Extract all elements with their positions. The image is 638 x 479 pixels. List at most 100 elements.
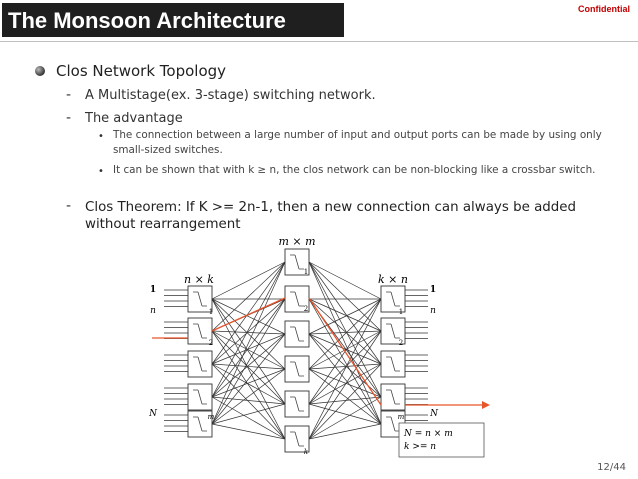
link-line bbox=[308, 261, 382, 300]
link-line bbox=[211, 298, 286, 405]
sub-item-non-blocking: It can be shown that with k ≥ n, the clo… bbox=[113, 164, 596, 176]
right-port-label: 1 bbox=[430, 285, 436, 295]
link-line bbox=[308, 298, 382, 365]
middle-stage-label: m × m bbox=[278, 235, 315, 248]
link-line bbox=[211, 298, 286, 365]
link-line bbox=[211, 330, 286, 335]
link-line bbox=[211, 363, 286, 370]
dash-icon: - bbox=[66, 198, 72, 214]
egress-switch bbox=[380, 383, 406, 411]
title-bar: The Monsoon Architecture bbox=[2, 3, 344, 37]
highlight-link bbox=[308, 297, 382, 406]
switch-symbol bbox=[193, 416, 207, 432]
right-port-label: n bbox=[430, 306, 436, 316]
link-line bbox=[308, 363, 382, 440]
heading-clos-topology: Clos Network Topology bbox=[56, 62, 227, 80]
left-port-label: n bbox=[150, 306, 156, 316]
switch-symbol bbox=[290, 291, 304, 307]
left-port-label: N bbox=[148, 409, 158, 419]
middle-switch bbox=[284, 248, 310, 276]
link-line bbox=[308, 330, 382, 440]
link-line bbox=[211, 261, 286, 300]
middle-switch bbox=[284, 320, 310, 348]
link-line bbox=[211, 330, 286, 405]
formula-line: k >= n bbox=[404, 442, 436, 452]
switch-symbol bbox=[386, 389, 400, 405]
link-line bbox=[308, 330, 382, 405]
egress-index: 1 bbox=[399, 308, 403, 316]
egress-switch bbox=[380, 350, 406, 378]
middle-index: k bbox=[304, 448, 308, 456]
link-line bbox=[211, 396, 286, 440]
ingress-index: 1 bbox=[209, 308, 213, 316]
ingress-stage-label: n × k bbox=[184, 273, 214, 286]
link-line bbox=[308, 298, 382, 425]
link-line bbox=[308, 363, 382, 370]
switch-symbol bbox=[193, 356, 207, 372]
link-line bbox=[211, 333, 286, 425]
slide-title: The Monsoon Architecture bbox=[8, 8, 286, 33]
page-number: 12/44 bbox=[597, 462, 626, 473]
link-line bbox=[211, 368, 286, 398]
item-clos-theorem: Clos Theorem: If K >= 2n-1, then a new c… bbox=[85, 200, 577, 232]
highlight-link bbox=[211, 297, 286, 332]
switch-symbol bbox=[193, 291, 207, 307]
link-line bbox=[308, 330, 382, 335]
link-line bbox=[308, 330, 382, 370]
middle-switch bbox=[284, 425, 310, 453]
egress-switch bbox=[380, 285, 406, 313]
ingress-switch bbox=[187, 285, 213, 313]
link-line bbox=[308, 368, 382, 425]
link-line bbox=[308, 363, 382, 405]
switch-symbol bbox=[193, 389, 207, 405]
link-line bbox=[308, 368, 382, 398]
link-line bbox=[308, 298, 382, 335]
formula-box bbox=[398, 422, 485, 458]
middle-switch bbox=[284, 390, 310, 418]
link-line bbox=[211, 298, 286, 335]
link-line bbox=[308, 298, 382, 332]
ingress-index: 2 bbox=[209, 339, 213, 347]
link-line bbox=[211, 368, 286, 425]
right-port-label: N bbox=[429, 409, 439, 419]
link-line bbox=[211, 261, 286, 425]
link-line bbox=[308, 333, 382, 425]
dot-icon: • bbox=[98, 131, 104, 142]
confidential-label: Confidential bbox=[578, 4, 630, 14]
dash-icon: - bbox=[66, 87, 72, 103]
link-line bbox=[308, 403, 382, 425]
link-line bbox=[308, 333, 382, 365]
sub-item-small-switches: The connection between a large number of… bbox=[113, 129, 602, 156]
middle-switch bbox=[284, 355, 310, 383]
link-line bbox=[308, 261, 382, 398]
switch-symbol bbox=[290, 396, 304, 412]
link-line bbox=[211, 333, 286, 365]
egress-index: 2 bbox=[399, 339, 403, 347]
link-line bbox=[211, 363, 286, 440]
link-line bbox=[308, 396, 382, 440]
link-line bbox=[211, 330, 286, 440]
link-line bbox=[211, 363, 286, 405]
switch-symbol bbox=[386, 356, 400, 372]
link-line bbox=[308, 261, 382, 425]
egress-stage-label: k × n bbox=[378, 273, 408, 286]
link-line bbox=[211, 298, 286, 370]
link-line bbox=[308, 423, 382, 440]
link-line bbox=[308, 396, 382, 405]
link-line bbox=[211, 261, 286, 365]
link-line bbox=[308, 298, 382, 370]
link-line bbox=[211, 330, 286, 370]
ingress-index: m bbox=[208, 413, 215, 421]
ingress-switch bbox=[187, 383, 213, 411]
ingress-switch bbox=[187, 317, 213, 345]
link-line bbox=[308, 298, 382, 440]
switch-symbol bbox=[290, 361, 304, 377]
dash-icon: - bbox=[66, 110, 72, 126]
egress-switch bbox=[380, 317, 406, 345]
switch-symbol bbox=[290, 431, 304, 447]
link-line bbox=[211, 261, 286, 332]
link-line bbox=[211, 298, 286, 440]
switch-symbol bbox=[290, 254, 304, 270]
ingress-switch bbox=[187, 350, 213, 378]
